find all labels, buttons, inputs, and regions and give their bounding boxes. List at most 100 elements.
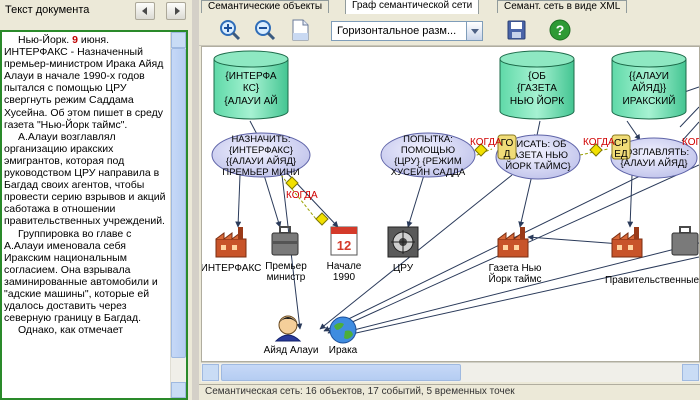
graph-edges [235, 86, 699, 339]
time-node[interactable]: ГО Д [497, 134, 517, 160]
help-button[interactable]: ? [547, 18, 573, 42]
semantic-graph[interactable]: {ИНТЕРФА КС} {АЛАУИ АЙ {ОБ {ГАЗЕТА НЬЮ Й… [202, 47, 699, 361]
briefcase-icon [271, 226, 299, 256]
event-label: ПИСАТЬ: ОБ [510, 139, 567, 150]
when-label: КОГДА [286, 190, 318, 201]
edge [323, 174, 643, 332]
tab-semantic-xml[interactable]: Семант. сеть в виде XML [497, 0, 628, 13]
vertical-scrollbar[interactable] [170, 32, 186, 398]
save-button[interactable] [503, 18, 529, 42]
globe-icon [329, 316, 357, 344]
database-node[interactable]: {{АЛАУИ АЙЯД}} ИРАКСКИЙ [611, 50, 687, 120]
object-node[interactable]: Газета Нью Йорк таймс [489, 227, 542, 285]
scroll-left-button[interactable] [202, 364, 219, 381]
pane-splitter[interactable] [192, 0, 199, 400]
event-label: {{АЛАУИ АЙЯД} [226, 155, 296, 167]
event-label: ЙОРК ТАЙМС} [505, 160, 570, 172]
scroll-right-button[interactable] [682, 364, 699, 381]
when-label: КОГДА [682, 137, 699, 148]
event-label: ПРЕМЬЕР МИНИ [222, 167, 300, 178]
database-label: {АЛАУИ АЙ [224, 94, 277, 107]
database-label: {ГАЗЕТА [517, 83, 557, 94]
document-text-header: Текст документа [0, 0, 192, 22]
factory-icon [215, 227, 247, 258]
event-label: ГАЗЕТА НЬЮ [508, 150, 568, 161]
previous-button[interactable] [135, 2, 155, 20]
object-node[interactable]: Правительственные [605, 226, 699, 286]
layout-select[interactable]: Горизонтальное разм... [331, 21, 483, 41]
document-text-title: Текст документа [5, 4, 90, 16]
database-node[interactable]: {ОБ {ГАЗЕТА НЬЮ ЙОРК [499, 50, 575, 120]
event-label: {АЛАУИ АЙЯД} [620, 157, 687, 169]
page-button[interactable] [287, 18, 313, 42]
zoom-in-icon [220, 20, 241, 41]
paragraph-text: А.Алауи возглавлял организацию иракских … [4, 130, 166, 228]
object-node[interactable]: 12 Начале 1990 [327, 226, 362, 283]
object-label: министр [267, 272, 306, 283]
object-node[interactable]: Премьер министр [265, 226, 307, 283]
object-node[interactable]: Айяд Алауи [264, 315, 319, 356]
document-text-panel: Текст документа Нью-Йорк. 9 июня. ИНТЕРФ… [0, 0, 192, 400]
zoom-in-button[interactable] [217, 18, 243, 42]
when-diamond [285, 143, 603, 226]
paragraph-4: Однако, как отмечает [4, 324, 170, 336]
factory-icon [497, 227, 529, 258]
person-icon [274, 315, 302, 342]
paragraph-2: А.Алауи возглавлял организацию иракских … [4, 131, 170, 228]
date-day: 9 [72, 34, 78, 46]
event-node[interactable]: ПОПЫТКА: ПОМОЩЬЮ {ЦРУ} {РЕЖИМ ХУСЕЙН САД… [380, 132, 476, 178]
zoom-out-button[interactable] [252, 18, 278, 42]
scroll-up-button[interactable] [171, 32, 186, 48]
paragraph-text: Группировка во главе с А.Алауи именовала… [4, 227, 158, 325]
when-label: КОГДА [470, 137, 502, 148]
database-label: НЬЮ ЙОРК [510, 94, 564, 107]
briefcase-icon [671, 226, 699, 256]
layout-select-value: Горизонтальное разм... [337, 25, 457, 37]
event-node[interactable]: ВОЗГЛАВЛЯТЬ: {АЛАУИ АЙЯД} [610, 137, 698, 179]
edge [627, 174, 634, 228]
edge [333, 242, 699, 337]
tab-strip: Семантические объекты Граф семантической… [199, 0, 700, 14]
database-label: КС} [243, 83, 260, 94]
tab-semantic-graph[interactable]: Граф семантической сети [345, 0, 480, 14]
paragraph-3: Группировка во главе с А.Алауи именовала… [4, 228, 170, 325]
tab-semantic-objects[interactable]: Семантические объекты [201, 0, 330, 13]
edge [681, 121, 699, 142]
database-label: {{АЛАУИ [629, 71, 669, 82]
scroll-thumb[interactable] [221, 364, 461, 381]
chevron-down-icon[interactable] [466, 22, 482, 40]
database-label: АЙЯД}} [632, 81, 667, 94]
graph-canvas[interactable]: {ИНТЕРФА КС} {АЛАУИ АЙ {ОБ {ГАЗЕТА НЬЮ Й… [201, 46, 700, 362]
graph-toolbar: Горизонтальное разм... ? [199, 14, 700, 46]
zoom-out-icon [255, 20, 276, 41]
status-bar: Семантическая сеть: 16 объектов, 17 собы… [199, 384, 700, 400]
page-icon [292, 19, 309, 41]
document-text: Нью-Йорк. 9 июня. ИНТЕРФАКС - Назначенны… [4, 34, 170, 400]
event-label: ВОЗГЛАВЛЯТЬ: [619, 147, 689, 158]
time-node[interactable]: СР ЕД [611, 134, 631, 160]
object-node[interactable]: ЦРУ [387, 226, 419, 274]
event-node[interactable]: НАЗНАЧИТЬ: {ИНТЕРФАКС} {{АЛАУИ АЙЯД} ПРЕ… [211, 132, 311, 178]
object-label: Ирака [329, 345, 358, 356]
object-label: 1990 [333, 272, 356, 283]
time-node-label: Д [504, 149, 511, 160]
paragraph-text: Однако, как отмечает [18, 324, 123, 337]
object-node[interactable]: ИНТЕРФАКС [202, 227, 261, 274]
edge [406, 174, 425, 228]
help-icon: ? [549, 19, 571, 41]
event-node[interactable]: ПИСАТЬ: ОБ ГАЗЕТА НЬЮ ЙОРК ТАЙМС} [495, 134, 581, 180]
edge-when [277, 170, 293, 190]
paragraph-text: июня. ИНТЕРФАКС - Назначенный премьер-ми… [4, 34, 164, 131]
scroll-down-button[interactable] [171, 382, 186, 398]
document-text-area[interactable]: Нью-Йорк. 9 июня. ИНТЕРФАКС - Назначенны… [0, 30, 188, 400]
object-node[interactable]: Ирака [329, 316, 358, 356]
scroll-thumb[interactable] [171, 48, 186, 358]
time-node-label: СР [614, 138, 628, 149]
time-node-label: ЕД [614, 149, 628, 160]
next-button[interactable] [166, 2, 186, 20]
database-node[interactable]: {ИНТЕРФА КС} {АЛАУИ АЙ [213, 50, 289, 120]
event-label: НАЗНАЧИТЬ: [231, 134, 290, 145]
horizontal-scrollbar[interactable] [201, 362, 700, 382]
object-label: ИНТЕРФАКС [202, 263, 261, 274]
edge [263, 174, 282, 228]
